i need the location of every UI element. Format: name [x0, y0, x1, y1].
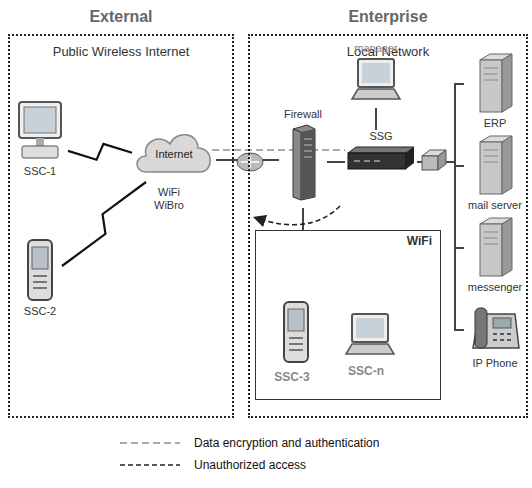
device-label: SSC-1	[24, 165, 56, 177]
client-monitor: SSC-1	[12, 100, 68, 200]
device-icon	[476, 134, 514, 196]
device-icon	[469, 304, 521, 354]
server: ERP	[464, 52, 526, 132]
network-link	[376, 108, 377, 130]
device-icon	[289, 123, 317, 201]
legend-row: Data encryption and authentication	[120, 432, 379, 454]
legend-line-sample	[120, 438, 180, 448]
network-link	[327, 162, 345, 163]
network-link	[303, 208, 304, 230]
legend-text: Data encryption and authentication	[194, 436, 379, 450]
device-label: SSG	[369, 130, 392, 142]
wifi-area: WiFiSSC-3 SSC-n	[255, 230, 441, 400]
wireless-link	[68, 144, 132, 160]
device-icon	[344, 312, 396, 358]
server: mail server	[464, 134, 526, 214]
device-label: SSC-n	[348, 361, 392, 378]
switch-symbol	[422, 150, 446, 170]
device-label: manager	[354, 42, 397, 54]
enterprise-region: EnterpriseLocal NetworkmanagerFirewallSS…	[248, 34, 528, 418]
legend-row: Unauthorized access	[120, 454, 379, 476]
router-symbol	[237, 153, 263, 171]
server: messenger	[464, 216, 526, 296]
device-label: IP Phone	[472, 357, 517, 369]
client-phone: SSC-3	[271, 300, 320, 390]
device-icon	[350, 57, 402, 103]
network-label: WiFi WiBro	[148, 186, 190, 211]
device-label: Firewall	[284, 108, 322, 120]
device-label: messenger	[468, 281, 522, 293]
device-icon	[476, 216, 514, 278]
ssg-appliance: SSG	[345, 130, 417, 176]
region-subtitle: Public Wireless Internet	[10, 44, 232, 59]
region-title: External	[10, 8, 232, 28]
unauthorized-path	[256, 206, 340, 225]
area-label: WiFi	[256, 231, 440, 248]
device-icon	[476, 52, 514, 114]
network-link	[417, 84, 464, 162]
device-label: SSC-3	[274, 367, 317, 384]
device-icon	[25, 238, 55, 302]
legend-line-sample	[120, 460, 180, 470]
wireless-link	[62, 182, 146, 266]
client-laptop: SSC-n	[340, 312, 400, 388]
device-icon	[281, 300, 311, 364]
label-wrap: WiFi WiBro	[148, 186, 190, 211]
manager-laptop: manager	[345, 42, 407, 108]
legend-text: Unauthorized access	[194, 458, 306, 472]
device-icon	[346, 145, 416, 171]
encryption-line	[212, 149, 345, 151]
region-title: Enterprise	[250, 8, 526, 28]
ip-phone: IP Phone	[464, 304, 526, 374]
device-label: SSC-2	[24, 305, 56, 317]
internet-cloud: Internet	[132, 126, 216, 182]
device-label: mail server	[468, 199, 522, 211]
device-label: ERP	[484, 117, 507, 129]
external-region: ExternalPublic Wireless InternetSSC-1SSC…	[8, 34, 234, 418]
firewall: Firewall	[279, 108, 327, 208]
cloud-label: Internet	[155, 148, 192, 160]
client-phone: SSC-2	[18, 238, 62, 338]
device-icon	[16, 100, 64, 162]
